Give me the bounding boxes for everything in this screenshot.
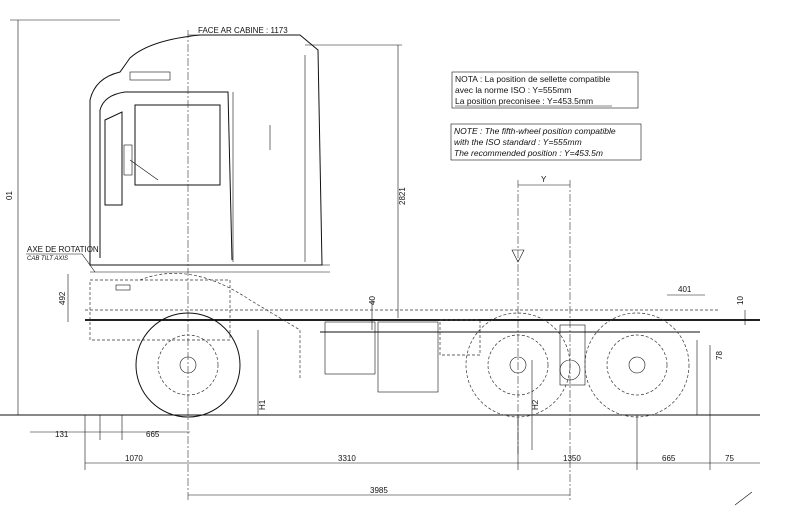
dim-665-front: 665 (146, 430, 160, 439)
fuel-tank (324, 321, 376, 375)
dim-78: 78 (715, 351, 724, 360)
engine-outline (89, 279, 231, 341)
dim-1350: 1350 (563, 454, 581, 463)
note-en-line: NOTE : The fifth-wheel position compatib… (454, 126, 616, 136)
note-en-line: The recommended position : Y=453.5m (454, 148, 603, 158)
cab (89, 34, 330, 273)
dim-665-rear: 665 (662, 454, 676, 463)
dim-492: 492 (58, 291, 67, 305)
cab-window (134, 104, 221, 186)
dim-131: 131 (55, 430, 69, 439)
dim-10: 10 (736, 296, 745, 305)
note-fr-line: avec la norme ISO : Y=555mm (455, 85, 571, 95)
mirror (123, 144, 133, 176)
note-fr-line: NOTA : La position de sellette compatibl… (455, 74, 611, 84)
rear-wheel-2 (584, 312, 690, 418)
dim-40: 40 (368, 296, 377, 305)
dim-401: 401 (678, 285, 692, 294)
cab-rear-label: FACE AR CABINE : 1173 (198, 26, 288, 35)
h2-label: H2 (531, 399, 540, 410)
side-tank (377, 321, 439, 393)
cab-tilt-axis-label-fr: AXE DE ROTATION (27, 245, 99, 254)
note-fr-line: La position preconisee : Y=453.5mm (455, 96, 593, 106)
level-marker-icon (511, 249, 525, 263)
h1-label: H1 (258, 399, 267, 410)
dim-1070: 1070 (125, 454, 143, 463)
overall-height-label: 01 (5, 191, 14, 200)
front-wheel (135, 312, 241, 418)
chassis-frame: 10 40 78 (85, 272, 760, 415)
dim-2821: 2821 (398, 187, 407, 205)
note-en-line: with the ISO standard : Y=555mm (454, 137, 582, 147)
note-fr-box (451, 71, 639, 109)
dim-3310: 3310 (338, 454, 356, 463)
note-en-box (450, 123, 642, 161)
dim-75: 75 (725, 454, 734, 463)
y-marker-label: Y (541, 175, 547, 184)
fifth-wheel-pivot (559, 359, 581, 381)
cab-tilt-axis-label-en: CAB TILT AXIS (27, 256, 68, 262)
dim-3985: 3985 (370, 486, 388, 495)
